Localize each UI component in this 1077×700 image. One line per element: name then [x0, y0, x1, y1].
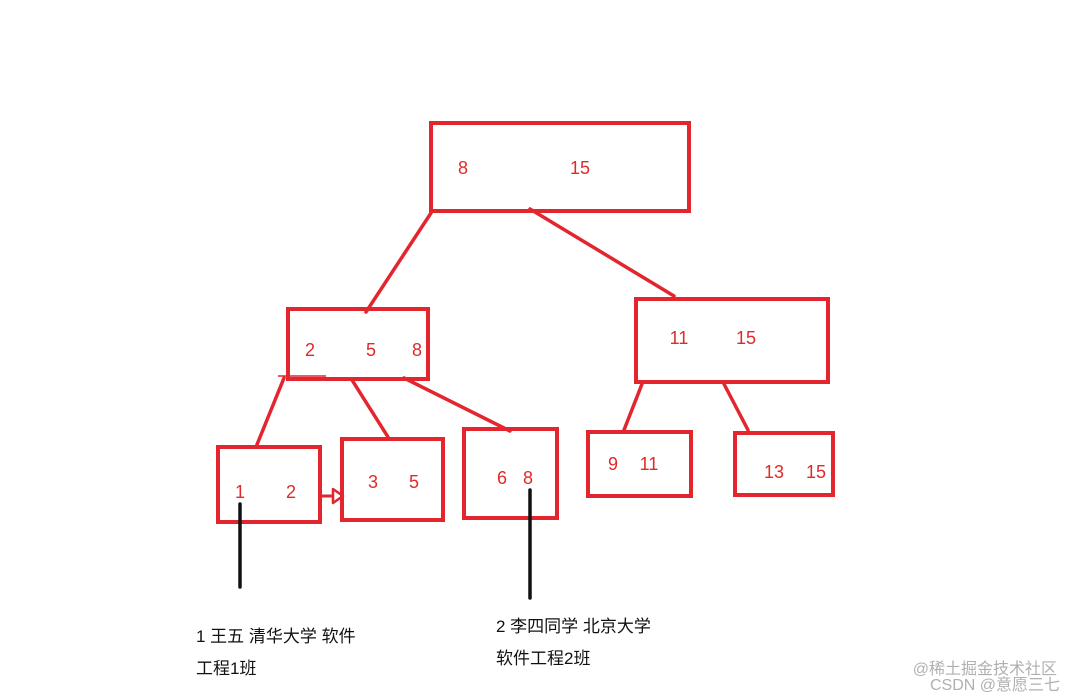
internal-node-left: 2 5 8 — [286, 307, 430, 381]
root-key-1: 8 — [458, 158, 468, 178]
internal-right-key-2: 15 — [736, 328, 756, 348]
leaf-4-key-2: 11 — [640, 454, 659, 474]
leaf-node-4: 9 11 — [586, 430, 693, 498]
edge-internal-left-to-leaf-3 — [402, 376, 512, 433]
record-2-line-1: 2 李四同学 北京大学 — [496, 617, 651, 636]
internal-node-left-box — [286, 307, 430, 381]
leaf-3-key-1: 6 — [497, 468, 507, 488]
root-key-2: 15 — [570, 158, 590, 178]
leaf-node-5-box — [733, 431, 835, 497]
leaf-1-key-2: 2 — [286, 482, 296, 502]
record-pointers — [238, 488, 532, 600]
leaf-5-key-1: 13 — [764, 462, 784, 482]
edge-root-to-internal-right — [528, 207, 676, 298]
leaf-node-1: 1 2 — [216, 445, 322, 524]
leaf-4-key-1: 9 — [608, 454, 618, 474]
watermark-csdn: CSDN @意愿三七 — [930, 675, 1060, 694]
leaf-node-3-box — [462, 427, 559, 520]
internal-left-key-3: 8 — [412, 340, 422, 360]
edge-internal-left-to-leaf-2 — [350, 378, 390, 439]
leaf-node-2-box — [340, 437, 445, 522]
record-1-line-1: 1 王五 清华大学 软件 — [196, 627, 356, 646]
leaf-2-key-1: 3 — [368, 472, 378, 492]
internal-node-right: 11 15 — [634, 297, 830, 384]
leaf-node-1-box — [216, 445, 322, 524]
root-node-box — [429, 121, 691, 213]
internal-node-right-box — [634, 297, 830, 384]
watermark-juejin: @稀土掘金技术社区 — [913, 660, 1057, 678]
leaf-node-3: 6 8 — [462, 427, 559, 520]
record-1-label: 1 王五 清华大学 软件 工程1班 — [196, 627, 356, 678]
leaf-3-key-2: 8 — [523, 468, 533, 488]
tree-edges — [254, 207, 750, 449]
internal-left-key-2: 5 — [366, 340, 376, 360]
leaf-node-5: 13 15 — [733, 431, 835, 497]
record-2-line-2: 软件工程2班 — [496, 649, 590, 668]
leaf-link-arrow — [322, 487, 345, 505]
leaf-2-key-2: 5 — [409, 472, 419, 492]
root-node: 8 15 — [429, 121, 691, 213]
leaf-link-arrow-head — [331, 487, 345, 505]
record-1-line-2: 工程1班 — [196, 659, 256, 678]
record-2-label: 2 李四同学 北京大学 软件工程2班 — [496, 617, 651, 668]
edge-internal-right-to-leaf-4 — [622, 382, 644, 432]
leaf-1-key-1: 1 — [235, 482, 245, 502]
leaf-node-2: 3 5 — [340, 437, 445, 522]
leaf-5-key-2: 15 — [806, 462, 826, 482]
edge-internal-left-to-leaf-1 — [254, 376, 286, 449]
internal-left-key-1: 2 — [305, 340, 315, 360]
edge-root-to-internal-left — [364, 211, 433, 314]
watermarks: @稀土掘金技术社区 CSDN @意愿三七 — [913, 660, 1060, 694]
leaf-node-4-box — [586, 430, 693, 498]
edge-internal-right-to-leaf-5 — [722, 382, 750, 432]
internal-right-key-1: 11 — [670, 328, 689, 348]
